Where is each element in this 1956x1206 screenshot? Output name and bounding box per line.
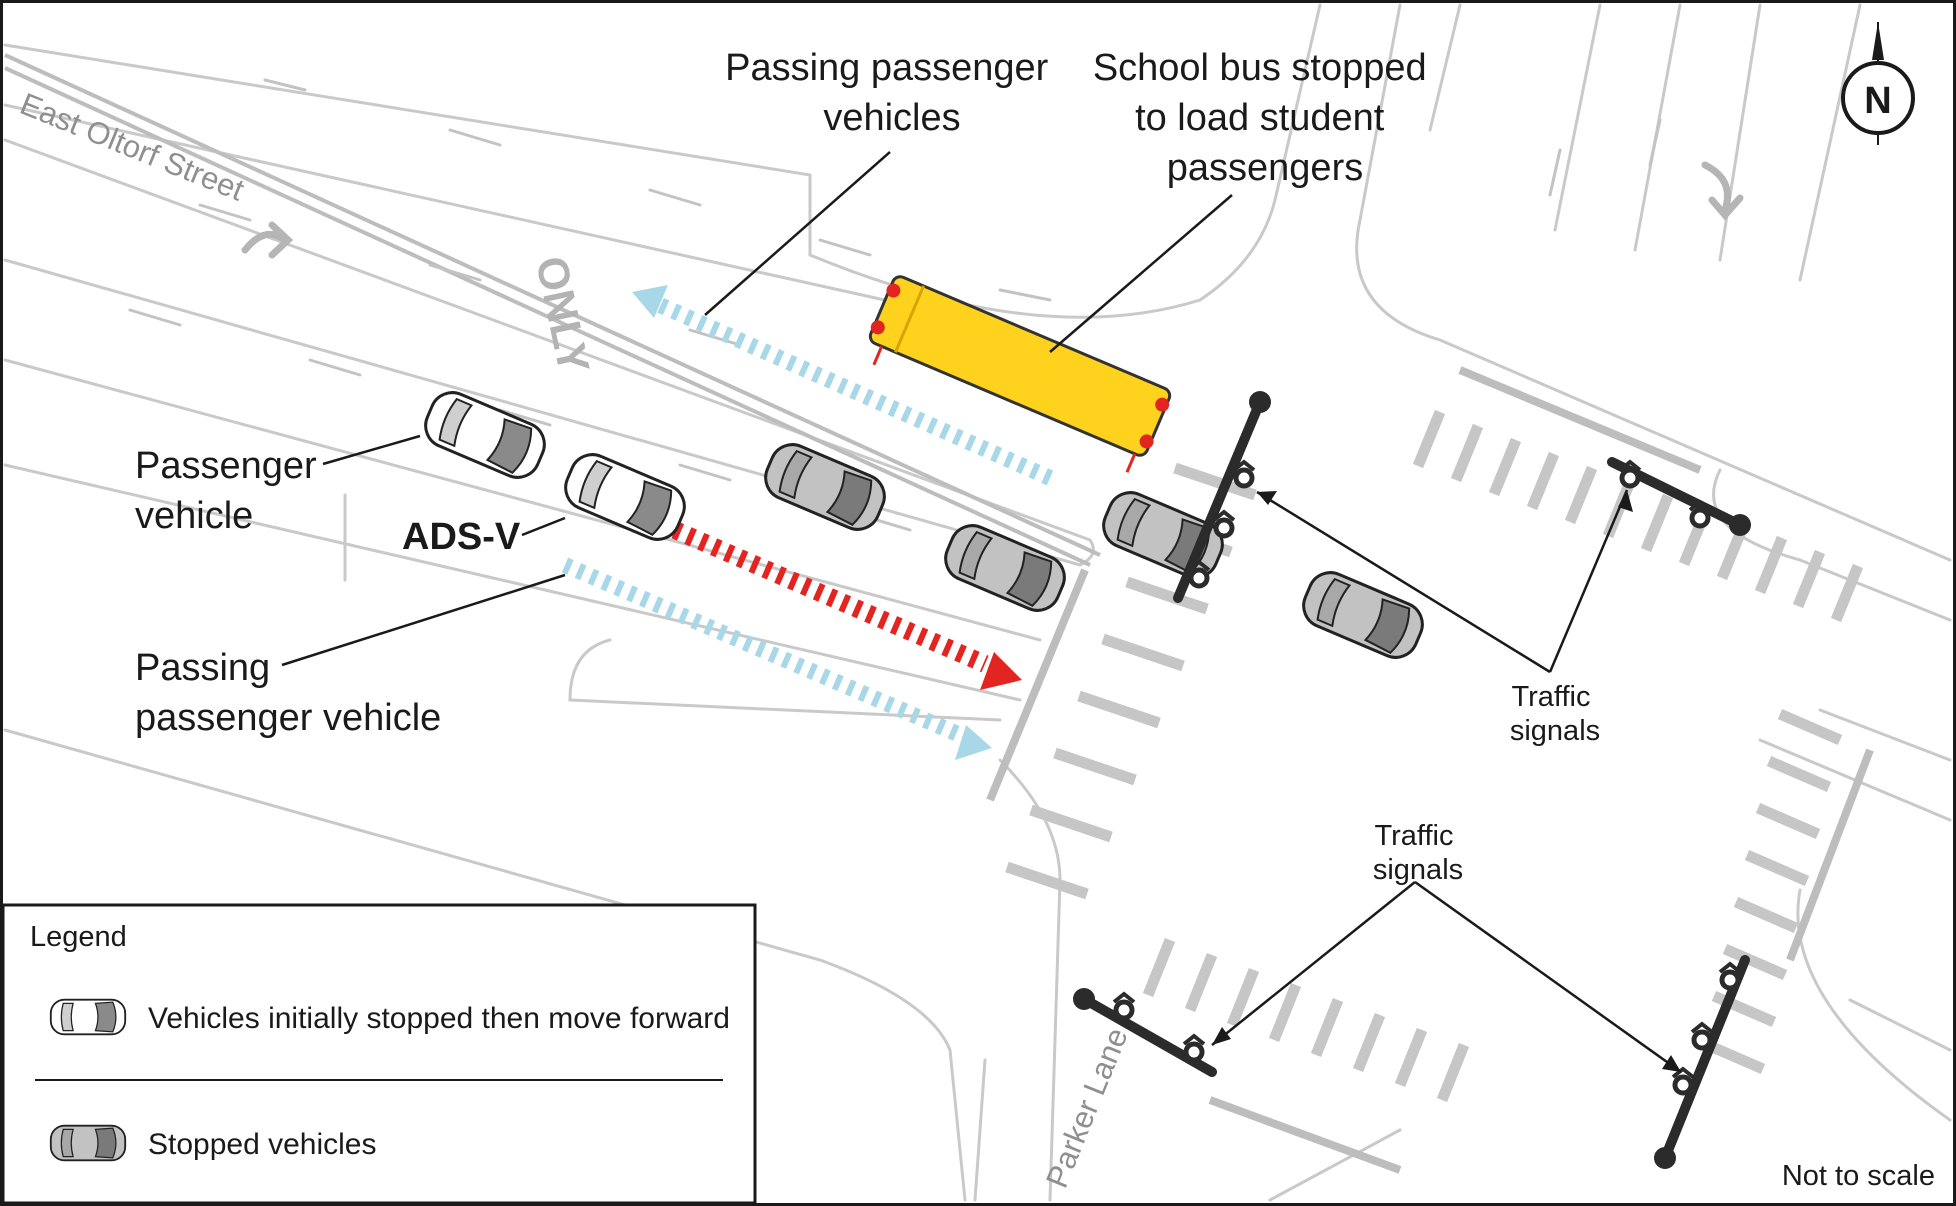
passing-vehicle-path-bottom [561,557,992,760]
crosswalk-stripe [1184,952,1218,1013]
crosswalk-stripe [1053,747,1137,786]
lane-marking-only: ONLY [526,252,599,378]
crosswalk-stripe [1101,633,1185,672]
not-to-scale-label: Not to scale [1782,1160,1935,1192]
traffic-signal-southeast [1654,955,1750,1169]
legend-title: Legend [30,921,127,953]
north-arrow-icon: N [1841,22,1915,145]
stopped-vehicle-4 [1295,564,1431,666]
crosswalk-stripe [1125,576,1209,615]
crosswalk-stripe [1268,982,1302,1043]
crosswalk-stripe [1488,437,1522,497]
stop-line-southeast [1786,748,1874,962]
crosswalk-stripe [1830,563,1864,623]
crosswalk-stripe [1526,451,1560,511]
crosswalk-west [1005,462,1257,900]
crosswalk-stripe [1394,1027,1428,1088]
passenger-vehicle [417,384,553,486]
label-passenger-vehicle: Passenger vehicle [135,445,327,537]
turn-arrow-icon [241,221,294,259]
legend-item-stopped: Stopped vehicles [148,1128,377,1161]
crosswalk-stripe [1777,708,1843,746]
crosswalk-stripe [1755,802,1821,840]
label-traffic-signals-right: Traffic signals [1510,681,1600,747]
crosswalk-stripe [1412,409,1446,469]
school-bus [868,275,1172,473]
crosswalk-stripe [1226,967,1260,1028]
stop-line-south [1208,1096,1402,1174]
crosswalk-stripe [1766,755,1832,793]
crosswalk-stripe [1077,690,1161,729]
crosswalk-south [1142,937,1470,1103]
crosswalk-stripe [1029,804,1113,843]
legend-white-car-icon [49,998,127,1036]
crosswalk-stripe [1744,849,1810,887]
street-name-east-oltorf: East Oltorf Street [15,86,249,208]
turn-arrow-east-icon [1701,161,1744,221]
label-traffic-signals-bottom: Traffic signals [1373,820,1463,886]
stop-line [986,568,1089,802]
crosswalk-stripe [1733,896,1799,934]
crosswalk-stripe [1005,861,1089,900]
label-school-bus: School bus stopped to load student passe… [1093,47,1437,189]
ads-v-path [671,521,1022,690]
crosswalk-stripe [1436,1042,1470,1103]
lane-dashes [128,78,1662,532]
crosswalk-stripe [1754,535,1788,595]
crosswalk-stripe [1564,465,1598,525]
center-line [4,53,1101,567]
crosswalk-stripe [1352,1012,1386,1073]
crosswalk-stripe [1450,423,1484,483]
passing-vehicles-path-top [632,285,1054,486]
crosswalk-stripe [1310,997,1344,1058]
north-label: N [1864,80,1891,122]
legend-gray-car-icon [49,1124,127,1162]
label-ads-v: ADS-V [402,516,521,558]
crosswalk-stripe [1722,943,1788,981]
leader-arrowheads [1212,490,1681,1072]
crosswalk-stripe [1792,549,1826,609]
traffic-signal-northeast [1607,457,1751,536]
traffic-signal-west [1173,391,1271,603]
stop-line-east [1458,366,1702,474]
traffic-signal-south [1073,988,1217,1077]
crosswalk-stripe [1640,493,1674,553]
ads-v-vehicle [557,446,693,548]
leader-lines [281,151,1682,1074]
label-passing-passenger-vehicle: Passing passenger vehicle [135,647,441,739]
crosswalk-stripe [1142,937,1176,998]
legend: Legend Vehicles initially stopped then m… [1,903,757,1205]
label-passing-passenger-vehicles: Passing passenger vehicles [725,47,1059,139]
crosswalk-stripe [1173,462,1257,501]
legend-item-moving: Vehicles initially stopped then move for… [148,1002,730,1035]
